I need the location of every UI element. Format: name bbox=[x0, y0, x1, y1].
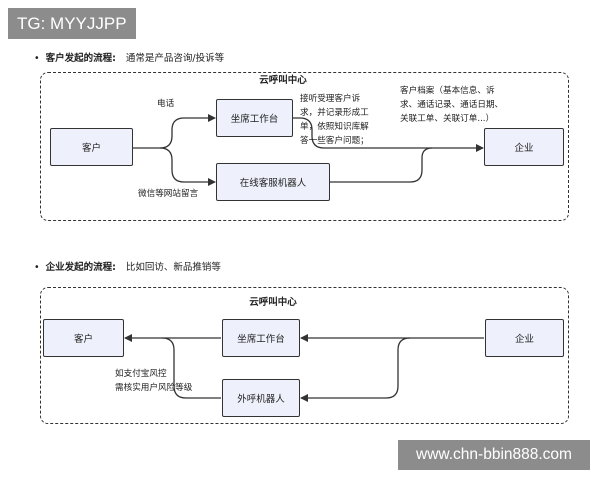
edge-chatbot-to-enterprise bbox=[330, 147, 433, 183]
frame-2-title: 云呼叫中心 bbox=[249, 297, 297, 308]
node-customer: 客户 bbox=[50, 128, 133, 166]
tag-label: TG: MYYJJPP bbox=[8, 8, 136, 39]
node-agent-desk: 坐席工作台 bbox=[216, 99, 293, 137]
label-archive-note: 客户档案（基本信息、诉 求、通话记录、通话日期、 关联工单、关联订单...） bbox=[400, 86, 504, 124]
edge-customer-to-agent-desk bbox=[133, 114, 216, 149]
edge-enterprise-to-outbound-robot bbox=[300, 337, 411, 402]
section-1-title: 客户发起的流程: bbox=[45, 53, 116, 64]
label-risk-note: 如支付宝风控 需核实用户风险等级 bbox=[115, 369, 193, 393]
label-wechat: 微信等网站留言 bbox=[138, 189, 199, 199]
node-customer-2: 客户 bbox=[43, 319, 124, 357]
section-1-desc: 通常是产品咨询/投诉等 bbox=[125, 53, 225, 64]
bullet-icon: • bbox=[34, 262, 40, 273]
cloud-call-center-frame-1 bbox=[40, 72, 569, 221]
section-2-heading: • 企业发起的流程: 比如回访、新品推销等 bbox=[34, 259, 221, 273]
edge-customer-to-chatbot bbox=[159, 147, 216, 186]
watermark: www.chn-bbin888.com bbox=[398, 440, 590, 470]
bullet-icon: • bbox=[34, 53, 40, 64]
node-enterprise: 企业 bbox=[484, 128, 564, 166]
edge-outbound-robot-to-customer bbox=[161, 337, 221, 399]
node-outbound-robot: 外呼机器人 bbox=[222, 379, 300, 417]
section-1-heading: • 客户发起的流程: 通常是产品咨询/投诉等 bbox=[34, 50, 224, 64]
section-2-desc: 比如回访、新品推销等 bbox=[125, 262, 221, 273]
section-2-title: 企业发起的流程: bbox=[45, 262, 116, 273]
node-enterprise-2: 企业 bbox=[485, 319, 564, 357]
label-phone: 电话 bbox=[157, 99, 175, 109]
node-agent-desk-2: 坐席工作台 bbox=[222, 319, 300, 357]
frame-1-title: 云呼叫中心 bbox=[259, 75, 307, 86]
label-agent-note: 接听受理客户诉 求，并记录形成工 单，依照知识库解 答一些客户问题； bbox=[300, 94, 369, 146]
cloud-call-center-frame-2 bbox=[40, 287, 569, 424]
node-chatbot: 在线客服机器人 bbox=[216, 163, 330, 201]
edge-agent-desk-to-enterprise bbox=[293, 117, 484, 152]
